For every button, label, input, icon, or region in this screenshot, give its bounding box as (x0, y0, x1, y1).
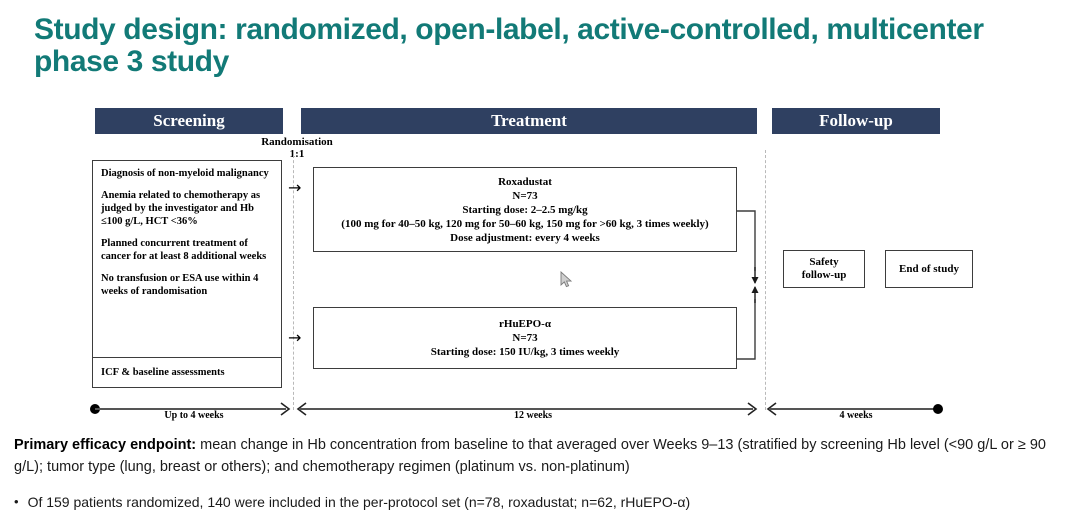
safety-followup-box: Safety follow-up (783, 250, 865, 288)
arm-detail: Starting dose: 150 IU/kg, 3 times weekly (430, 346, 620, 358)
per-protocol-text: Of 159 patients randomized, 140 were inc… (27, 494, 691, 510)
arrow-to-roxadustat-icon: → (288, 178, 302, 197)
treatment-arm-rhuepo: rHuEPO-α N=73 Starting dose: 150 IU/kg, … (313, 307, 737, 369)
arms-converging-bracket-icon (737, 210, 759, 360)
per-protocol-bullet: • Of 159 patients randomized, 140 were i… (14, 492, 1069, 512)
timeline-label-treatment: 12 weeks (513, 410, 553, 421)
phase-bar-screening: Screening (95, 108, 283, 134)
eligibility-criteria-box: Diagnosis of non-myeloid malignancy Anem… (92, 160, 282, 388)
primary-endpoint-note: Primary efficacy endpoint: mean change i… (14, 434, 1069, 478)
phase-divider-left (293, 150, 294, 410)
criteria-item: Diagnosis of non-myeloid malignancy (101, 168, 269, 179)
criteria-item: Anemia related to chemotherapy as judged… (101, 190, 261, 227)
criteria-item: Planned concurrent treatment of cancer f… (101, 238, 267, 262)
arm-detail: Dose adjustment: every 4 weeks (450, 231, 600, 244)
timeline-label-followup: 4 weeks (839, 410, 873, 421)
phase-bar-screening-label: Screening (153, 111, 225, 130)
arm-n: N=73 (512, 189, 538, 202)
criteria-footer-icf: ICF & baseline assessments (93, 357, 281, 387)
eligibility-criteria-list: Diagnosis of non-myeloid malignancy Anem… (93, 161, 281, 298)
safety-followup-line1: Safety (809, 256, 839, 268)
mouse-cursor-icon (560, 271, 573, 288)
primary-endpoint-text: mean change in Hb concentration from bas… (14, 437, 1046, 475)
phase-bar-treatment: Treatment (301, 108, 757, 134)
page-title: Study design: randomized, open-label, ac… (34, 13, 984, 78)
phase-bar-followup-label: Follow-up (819, 111, 893, 130)
phase-divider-right (765, 150, 766, 410)
criteria-item: No transfusion or ESA use within 4 weeks… (101, 273, 259, 297)
randomisation-label: Randomisation 1:1 (252, 136, 342, 160)
end-of-study-box: End of study (885, 250, 973, 288)
phase-bar-followup: Follow-up (772, 108, 940, 134)
study-timeline-axis (90, 402, 943, 416)
safety-followup-line2: follow-up (801, 269, 847, 281)
arm-name: Roxadustat (498, 175, 552, 188)
arm-n: N=73 (512, 332, 538, 344)
arm-detail: (100 mg for 40–50 kg, 120 mg for 50–60 k… (341, 217, 709, 230)
bullet-marker-icon: • (14, 494, 19, 509)
primary-endpoint-label: Primary efficacy endpoint: (14, 437, 197, 453)
arm-detail: Starting dose: 2–2.5 mg/kg (462, 203, 588, 216)
arm-name: rHuEPO-α (499, 318, 551, 330)
randomisation-ratio: 1:1 (289, 148, 305, 160)
randomisation-text: Randomisation (261, 136, 333, 148)
timeline-label-screening: Up to 4 weeks (164, 410, 224, 421)
arrow-to-rhuepo-icon: → (288, 328, 302, 347)
phase-bar-treatment-label: Treatment (491, 111, 567, 130)
treatment-arm-roxadustat: Roxadustat N=73 Starting dose: 2–2.5 mg/… (313, 167, 737, 252)
end-of-study-label: End of study (899, 262, 959, 275)
